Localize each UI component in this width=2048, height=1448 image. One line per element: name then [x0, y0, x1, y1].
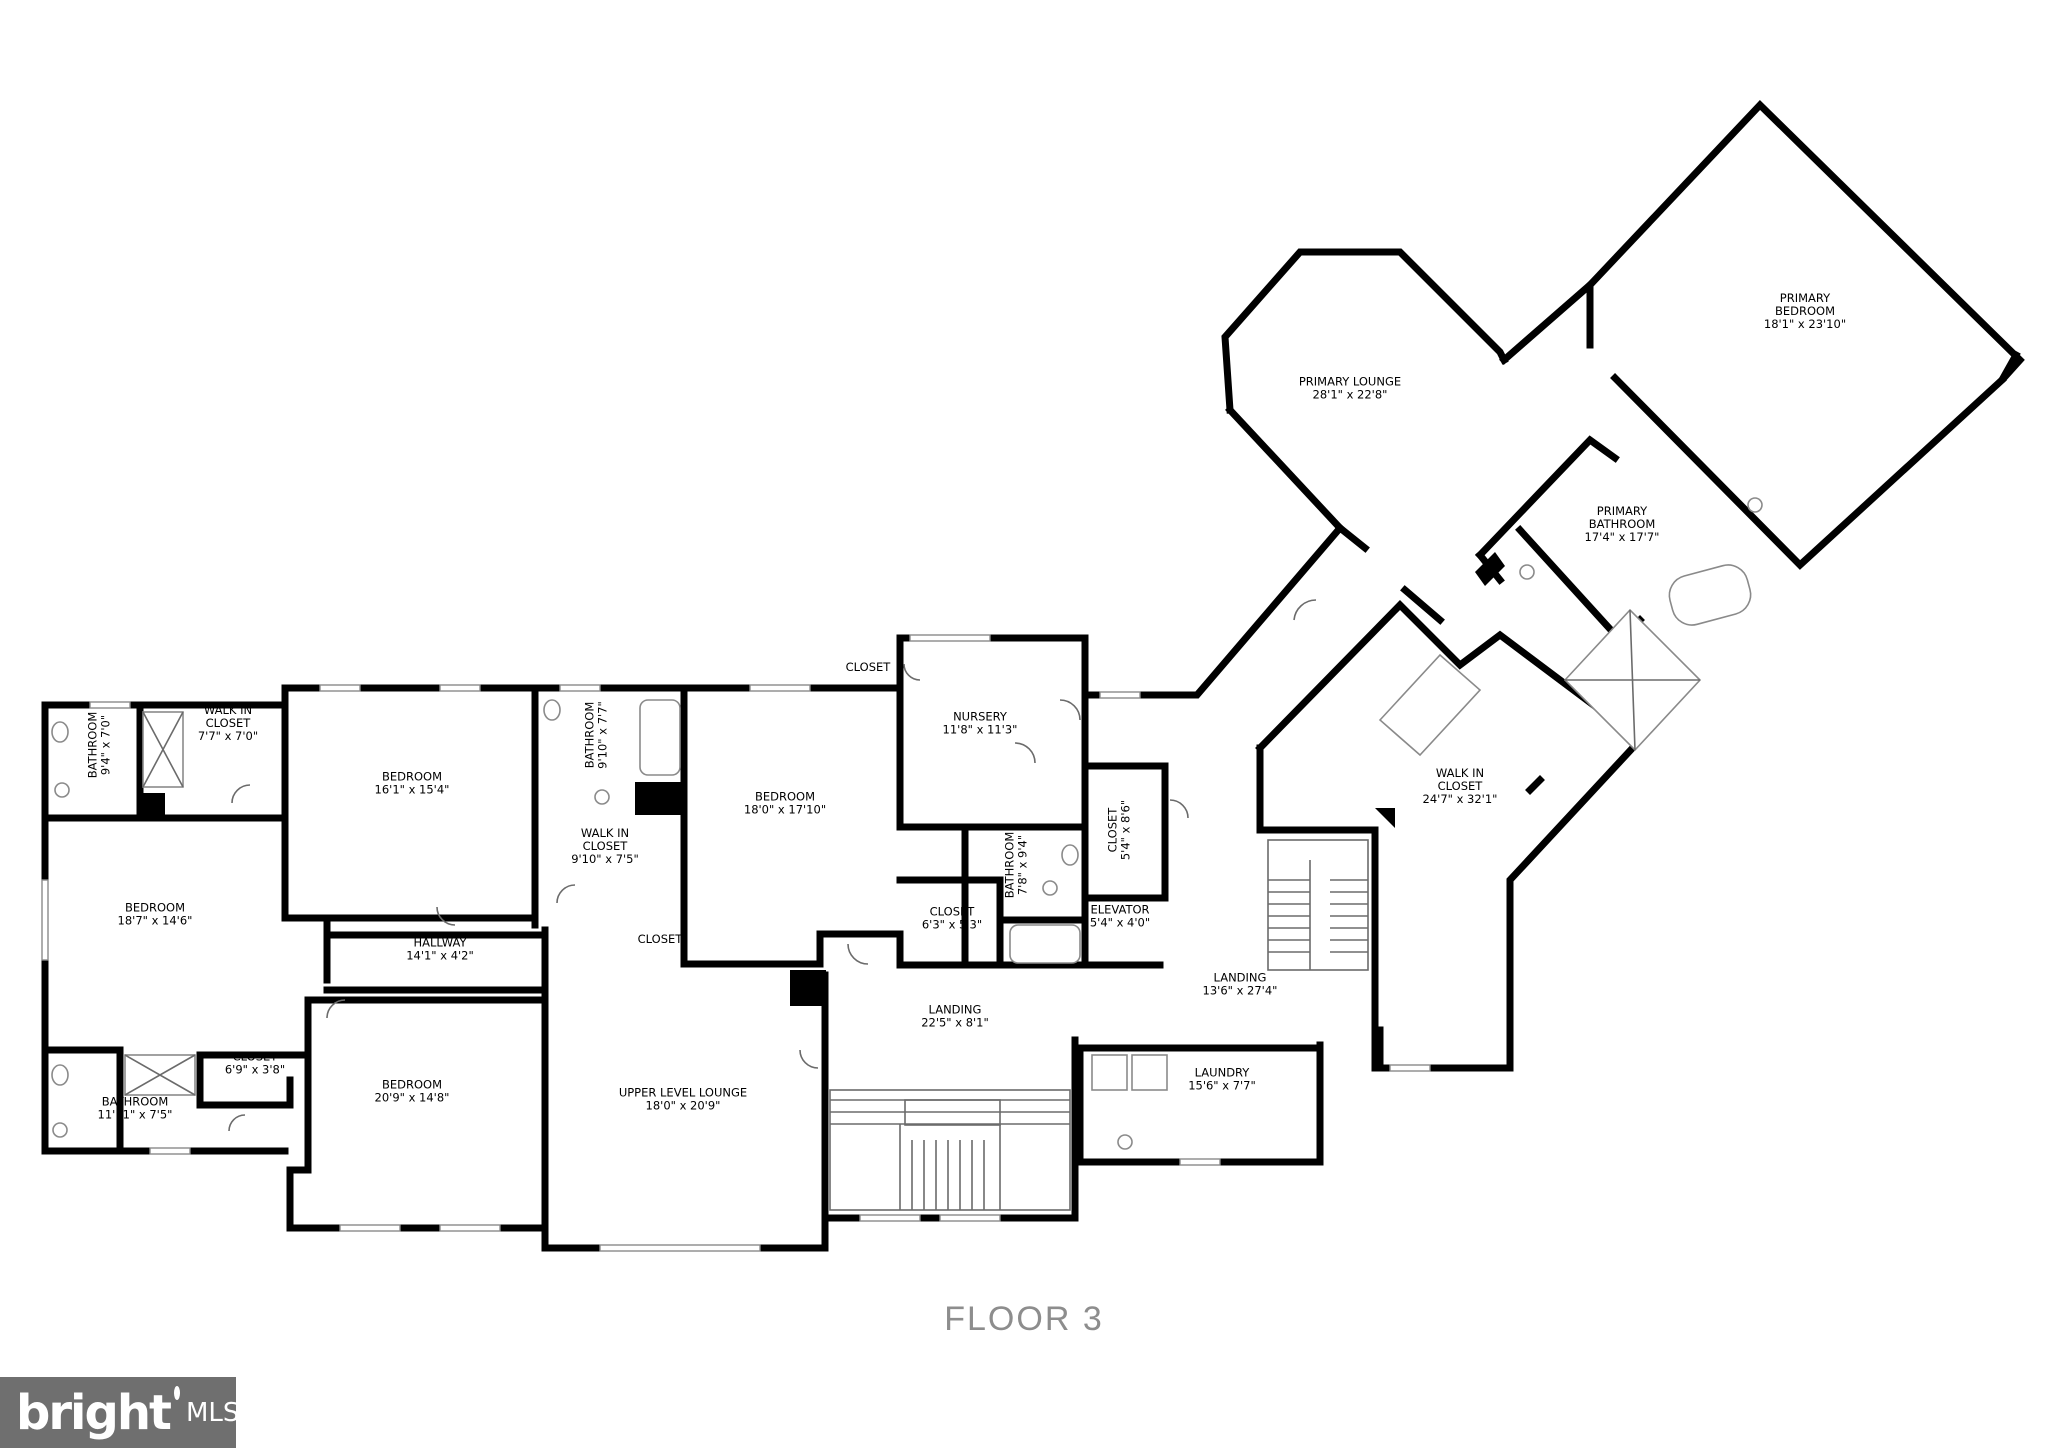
brand-logo: bright MLS: [0, 1377, 240, 1448]
room-dims-primary-lounge: 28'1" x 22'8": [1313, 388, 1388, 402]
room-name-laundry: LAUNDRY: [1195, 1066, 1251, 1080]
room-name-primary-bedroom: BEDROOM: [1775, 304, 1835, 318]
structural-columns: [143, 552, 1505, 1006]
room-name-closet-5x8: CLOSET: [1106, 807, 1120, 853]
room-name-walk-in-closet-primary: WALK IN: [1436, 766, 1484, 780]
room-name-bathroom-nursery: BATHROOM: [1003, 832, 1017, 899]
room-dims-walk-in-closet-west: 7'7" x 7'0": [198, 729, 258, 743]
room-dims-elevator: 5'4" x 4'0": [1090, 916, 1150, 930]
room-dims-bathroom-nursery: 7'8" x 9'4": [1016, 835, 1030, 895]
room-name-primary-bathroom: PRIMARY: [1597, 504, 1648, 518]
room-name-walk-in-closet-mid: WALK IN: [581, 826, 629, 840]
room-dims-nursery: 11'8" x 11'3": [943, 723, 1018, 737]
fixtures: [51, 497, 1763, 1150]
room-name-bathroom-mid: BATHROOM: [583, 702, 597, 769]
room-name-walk-in-closet-primary: CLOSET: [1438, 779, 1484, 793]
stairs: [829, 839, 1369, 1211]
floor-title: FLOOR 3: [944, 1300, 1104, 1338]
windows: [41, 634, 1431, 1252]
room-name-bathroom-sw: BATHROOM: [102, 1095, 169, 1109]
room-label-closet-top: CLOSET: [846, 660, 892, 674]
room-dims-bedroom-south: 20'9" x 14'8": [375, 1091, 450, 1105]
room-name-walk-in-closet-mid: CLOSET: [583, 839, 629, 853]
room-dims-closet-5x8: 5'4" x 8'6": [1119, 800, 1133, 860]
room-dims-bathroom-mid: 9'10" x 7'7": [596, 701, 610, 769]
room-name-bedroom-center: BEDROOM: [755, 790, 815, 804]
room-name-closet-small: CLOSET: [638, 932, 684, 946]
room-label-closet-small: CLOSET: [638, 932, 684, 946]
room-dims-upper-lounge: 18'0" x 20'9": [646, 1099, 721, 1113]
exterior-walls: [41, 100, 2025, 1252]
room-dims-bathroom-sw: 11'11" x 7'5": [98, 1108, 173, 1122]
brand-suffix: MLS: [185, 1397, 240, 1428]
room-dims-primary-bedroom: 18'1" x 23'10": [1764, 317, 1846, 331]
room-dims-landing-center: 22'5" x 8'1": [921, 1016, 989, 1030]
room-name-closet-sw: CLOSET: [233, 1050, 279, 1064]
room-name-landing-right: LANDING: [1214, 971, 1267, 985]
room-name-elevator: ELEVATOR: [1090, 903, 1149, 917]
room-dims-primary-bathroom: 17'4" x 17'7": [1585, 530, 1660, 544]
room-dims-bedroom-center: 18'0" x 17'10": [744, 803, 826, 817]
room-dims-walk-in-closet-mid: 9'10" x 7'5": [571, 852, 639, 866]
room-label-bathroom-nw: BATHROOM9'4" x 7'0": [86, 712, 113, 779]
room-name-bedroom-west: BEDROOM: [125, 901, 185, 915]
room-name-hallway: HALLWAY: [413, 936, 467, 950]
room-name-bedroom-north: BEDROOM: [382, 770, 442, 784]
room-name-closet-top: CLOSET: [846, 660, 892, 674]
room-name-primary-lounge: PRIMARY LOUNGE: [1299, 375, 1401, 389]
room-dims-walk-in-closet-primary: 24'7" x 32'1": [1423, 792, 1498, 806]
room-dims-closet-sw: 6'9" x 3'8": [225, 1063, 285, 1077]
brand-mark-icon: [173, 1385, 180, 1400]
room-name-upper-lounge: UPPER LEVEL LOUNGE: [619, 1086, 747, 1100]
room-dims-bedroom-north: 16'1" x 15'4": [375, 783, 450, 797]
room-dims-bedroom-west: 18'7" x 14'6": [118, 914, 193, 928]
room-name-bedroom-south: BEDROOM: [382, 1078, 442, 1092]
room-dims-closet-6x5: 6'3" x 5'3": [922, 918, 982, 932]
brand-name: bright: [16, 1384, 172, 1441]
room-label-bathroom-nursery: BATHROOM7'8" x 9'4": [1003, 832, 1030, 899]
room-dims-laundry: 15'6" x 7'7": [1188, 1079, 1256, 1093]
room-name-walk-in-closet-west: CLOSET: [206, 716, 252, 730]
room-name-closet-6x5: CLOSET: [930, 905, 976, 919]
room-name-walk-in-closet-west: WALK IN: [204, 703, 252, 717]
room-dims-landing-right: 13'6" x 27'4": [1203, 984, 1278, 998]
room-name-primary-bedroom: PRIMARY: [1780, 291, 1831, 305]
room-name-nursery: NURSERY: [953, 710, 1008, 724]
room-label-bathroom-mid: BATHROOM9'10" x 7'7": [583, 701, 610, 769]
room-name-bathroom-nw: BATHROOM: [86, 712, 100, 779]
room-label-closet-5x8: CLOSET5'4" x 8'6": [1106, 800, 1133, 860]
room-dims-hallway: 14'1" x 4'2": [406, 949, 474, 963]
room-dims-bathroom-nw: 9'4" x 7'0": [99, 715, 113, 775]
room-name-landing-center: LANDING: [929, 1003, 982, 1017]
room-name-primary-bathroom: BATHROOM: [1589, 517, 1656, 531]
